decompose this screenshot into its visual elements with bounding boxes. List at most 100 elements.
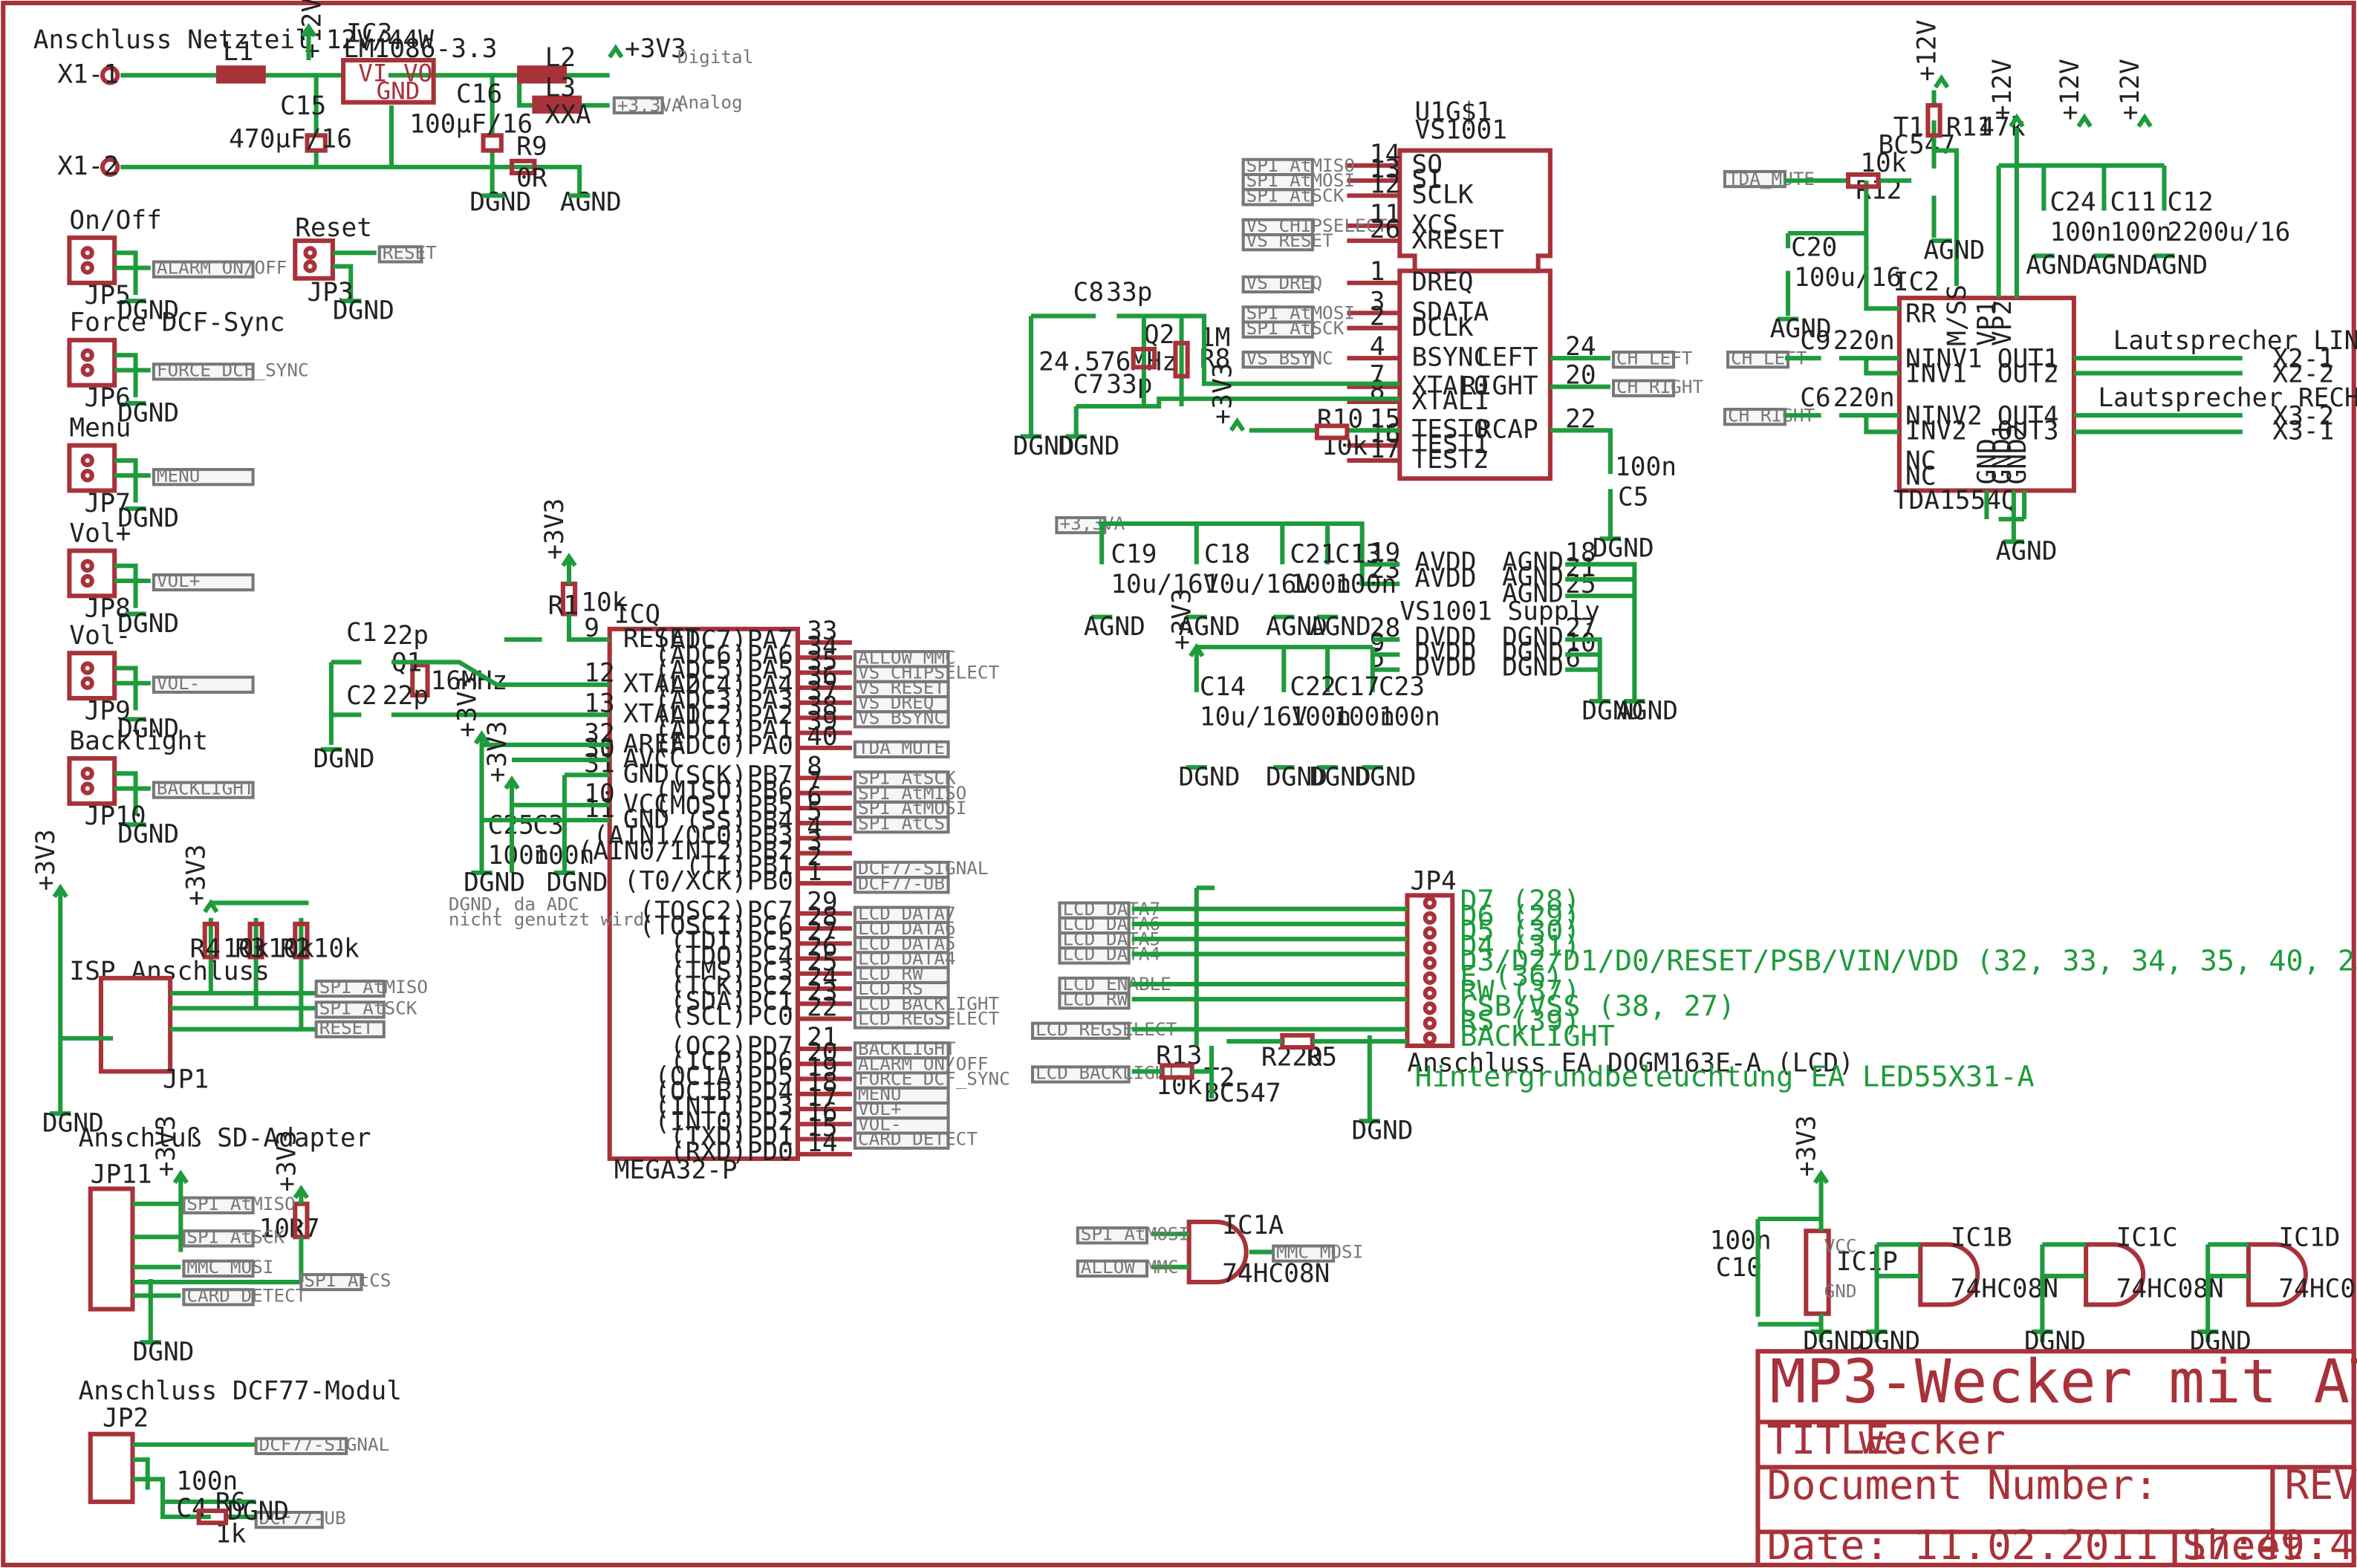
lcd-pin-7-label: CSB/VSS (38, 27) [1460,989,1735,1023]
supply-symbols: DGNDDGNDDGNDDGNDDGNDDGNDDGNDDGNDDGNDDGND… [31,19,2252,1526]
lcd-pin-9-label: BACKLIGHT [1460,1020,1615,1053]
r11-resistor [1925,103,1943,138]
supply-v3-label: +3V3 [1792,1115,1821,1177]
ic1a-gate[interactable] [1186,1220,1249,1285]
vs-right-pin-1-name: RIGHT [1461,371,1538,401]
x1-1-terminal[interactable] [100,65,120,85]
sd-net-0-flag [182,1196,255,1214]
c19-val: 10u/16V [1111,570,1218,599]
lcd-pin-2-dot [1423,925,1437,940]
supply-v12-label: +12V [1913,19,1943,81]
ic1d-gate[interactable] [2246,1242,2308,1307]
reset-pin1 [303,246,317,260]
v3va-text: +3,3VA [617,94,683,116]
dgnd-label: DGND [132,1337,194,1367]
dgnd-label: DGND [1013,432,1075,461]
x31-label: X3-1 [2272,417,2334,446]
isp-net-2-flag [314,1020,386,1038]
jumper-title-5: Backlight [69,726,208,756]
c19-ref: C19 [1111,540,1157,570]
vs1001-chip[interactable] [1397,268,1553,481]
reset-net-flag [377,245,423,264]
mcu-net-24: BACKLIGHT [858,1038,956,1059]
agnd-label: AGND [1616,696,1678,726]
lcd-pin-5-label: E (36) [1460,960,1563,993]
agnd-label: AGND [2146,251,2208,281]
vs-left-pin-3-num: 11 [1370,200,1400,230]
rechts-label: Lautsprecher RECHTS 4Ohm [2098,383,2357,413]
reset-header[interactable] [293,238,335,281]
r9-resistor [509,158,537,176]
mcu-right-pin-6-name: (ADC1)PA1 [654,716,793,746]
lcd-connector[interactable] [1405,893,1455,1049]
mcu-right-pin-24-num: 21 [807,1023,837,1053]
c17-val: 100n [1333,702,1395,732]
mcu-left-pin-1-name: XTAL2 [623,669,700,699]
jumper-0-header[interactable] [67,235,117,285]
amp-top-pin-1: VP1 [1973,300,2003,346]
vs-left-pin-11-name: TEST0 [1412,415,1489,445]
mcu-right-pin-11-name: (SS)PB4 [686,806,793,836]
mega32-chip[interactable] [607,626,800,1161]
jumper-4-wire [114,666,151,711]
jumper-title-1: Force DCF-Sync [69,308,285,338]
r3-ref: R3 [235,934,265,963]
vs-net-3: VS_CHIPSELECT [1246,215,1388,236]
jumper-1-header[interactable] [67,337,117,388]
lcd-net-5-flag [1058,992,1131,1010]
mcu-left-pin-2-name: XTAL1 [623,699,700,729]
lcd-net-6-flag [1030,1021,1131,1040]
dgnd-label: DGND [1593,534,1654,564]
jumper-4-pin2 [80,676,94,690]
jumper-2-header[interactable] [67,443,117,493]
vs-net-2-flag [1241,188,1314,206]
jumper-0-net-flag [152,260,255,279]
vs-left-pin-2-num: 12 [1370,169,1400,199]
amp-bot-pin-1: GND1 [1988,423,2018,484]
jumper-3-header[interactable] [67,548,117,599]
mcu-right-pin-7-name: (ADC0)PA0 [654,731,793,761]
supply-arrow [561,553,577,567]
ic1c-gate[interactable] [2084,1242,2146,1307]
supply-arrow [1934,74,1950,89]
dcf-connector[interactable] [88,1431,135,1504]
amp-section: IC2 TDA1554Q RRNINV1INV1NINV2INV2NCNCOUT… [1723,90,2357,542]
sd-connector[interactable] [88,1186,135,1312]
mcu-net-28: VOL+ [858,1098,902,1119]
vs-left-pin-2-name: SCLK [1412,180,1474,209]
mcu-right-pin-21-num: 24 [807,963,837,992]
vs-left-pin-1-num: 13 [1370,154,1400,184]
jumper-1-wire [114,353,151,397]
c5-val: 100n [1615,452,1677,482]
r3-resistor [247,921,264,960]
mcu-right-pin-8-name: (SCK)PB7 [670,761,793,790]
isp-connector[interactable] [98,975,173,1074]
c9-ref: C9 [1800,326,1830,356]
jumper-4-header[interactable] [67,651,117,701]
mcu-right-pin-13-num: 3 [807,827,822,857]
supply-arrow [293,1184,310,1200]
avdd_pins-1-name: AVDD [1415,564,1477,593]
x1-2-terminal[interactable] [100,157,120,178]
mcu-net-7: TDA_MUTE [858,737,945,758]
mcu-right-pin-4-name: (ADC3)PA3 [654,686,793,715]
agnd-label: AGND [1996,537,2058,567]
vs-net-6: SPI_AtMOSI [1246,302,1355,323]
mcu-net-29: VOL- [858,1113,902,1134]
dvdd_pins-2-name: DVDD [1415,653,1477,683]
dgnd-label: DGND [117,504,179,533]
mcu-note2: nicht genutzt wird [449,908,644,930]
ic1b-gate[interactable] [1918,1242,1980,1307]
jumper-1-net-flag [152,362,255,381]
x32-label: X3-2 [2272,401,2334,431]
jumper-5-header[interactable] [67,756,117,806]
jumper-0-ref: JP5 [85,281,131,310]
mcu-left-pin-6-name: VCC [623,790,669,819]
mcu-right-pin-22-num: 23 [807,977,837,1007]
sd-net-2: MMC_MOSI [186,1256,273,1278]
l2-label: L2 [545,43,576,73]
mcu-right-pin-14-num: 2 [807,842,822,872]
jumper-4-net-flag [152,675,255,694]
